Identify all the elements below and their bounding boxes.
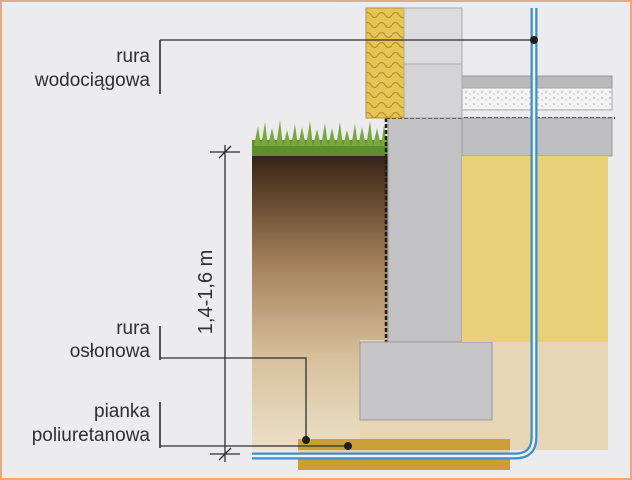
foundation-wall	[387, 117, 463, 343]
water-pipe-highlight	[252, 8, 536, 458]
grass	[252, 120, 388, 156]
label-water-pipe-line2: wodociągowa	[34, 70, 151, 91]
footing	[359, 341, 493, 421]
leader-sleeve-pipe	[160, 357, 307, 440]
pointer-dot-sleeve-pipe	[302, 436, 310, 444]
wall-insulation	[365, 7, 405, 119]
label-foam-line2: poliuretanowa	[32, 425, 151, 446]
pointer-dot-foam	[344, 442, 352, 450]
label-foam-line1: pianka	[94, 401, 150, 422]
depth-dimension	[210, 145, 240, 462]
label-water-pipe-line1: rura	[116, 46, 150, 67]
wall-block-2	[403, 63, 463, 119]
label-sleeve-pipe-line2: osłonowa	[70, 341, 151, 362]
pointer-dot-water-pipe	[530, 36, 538, 44]
depth-label: 1,4-1,6 m	[195, 250, 217, 334]
wall-block-1	[403, 7, 463, 65]
label-sleeve-pipe-line1: rura	[116, 318, 150, 339]
